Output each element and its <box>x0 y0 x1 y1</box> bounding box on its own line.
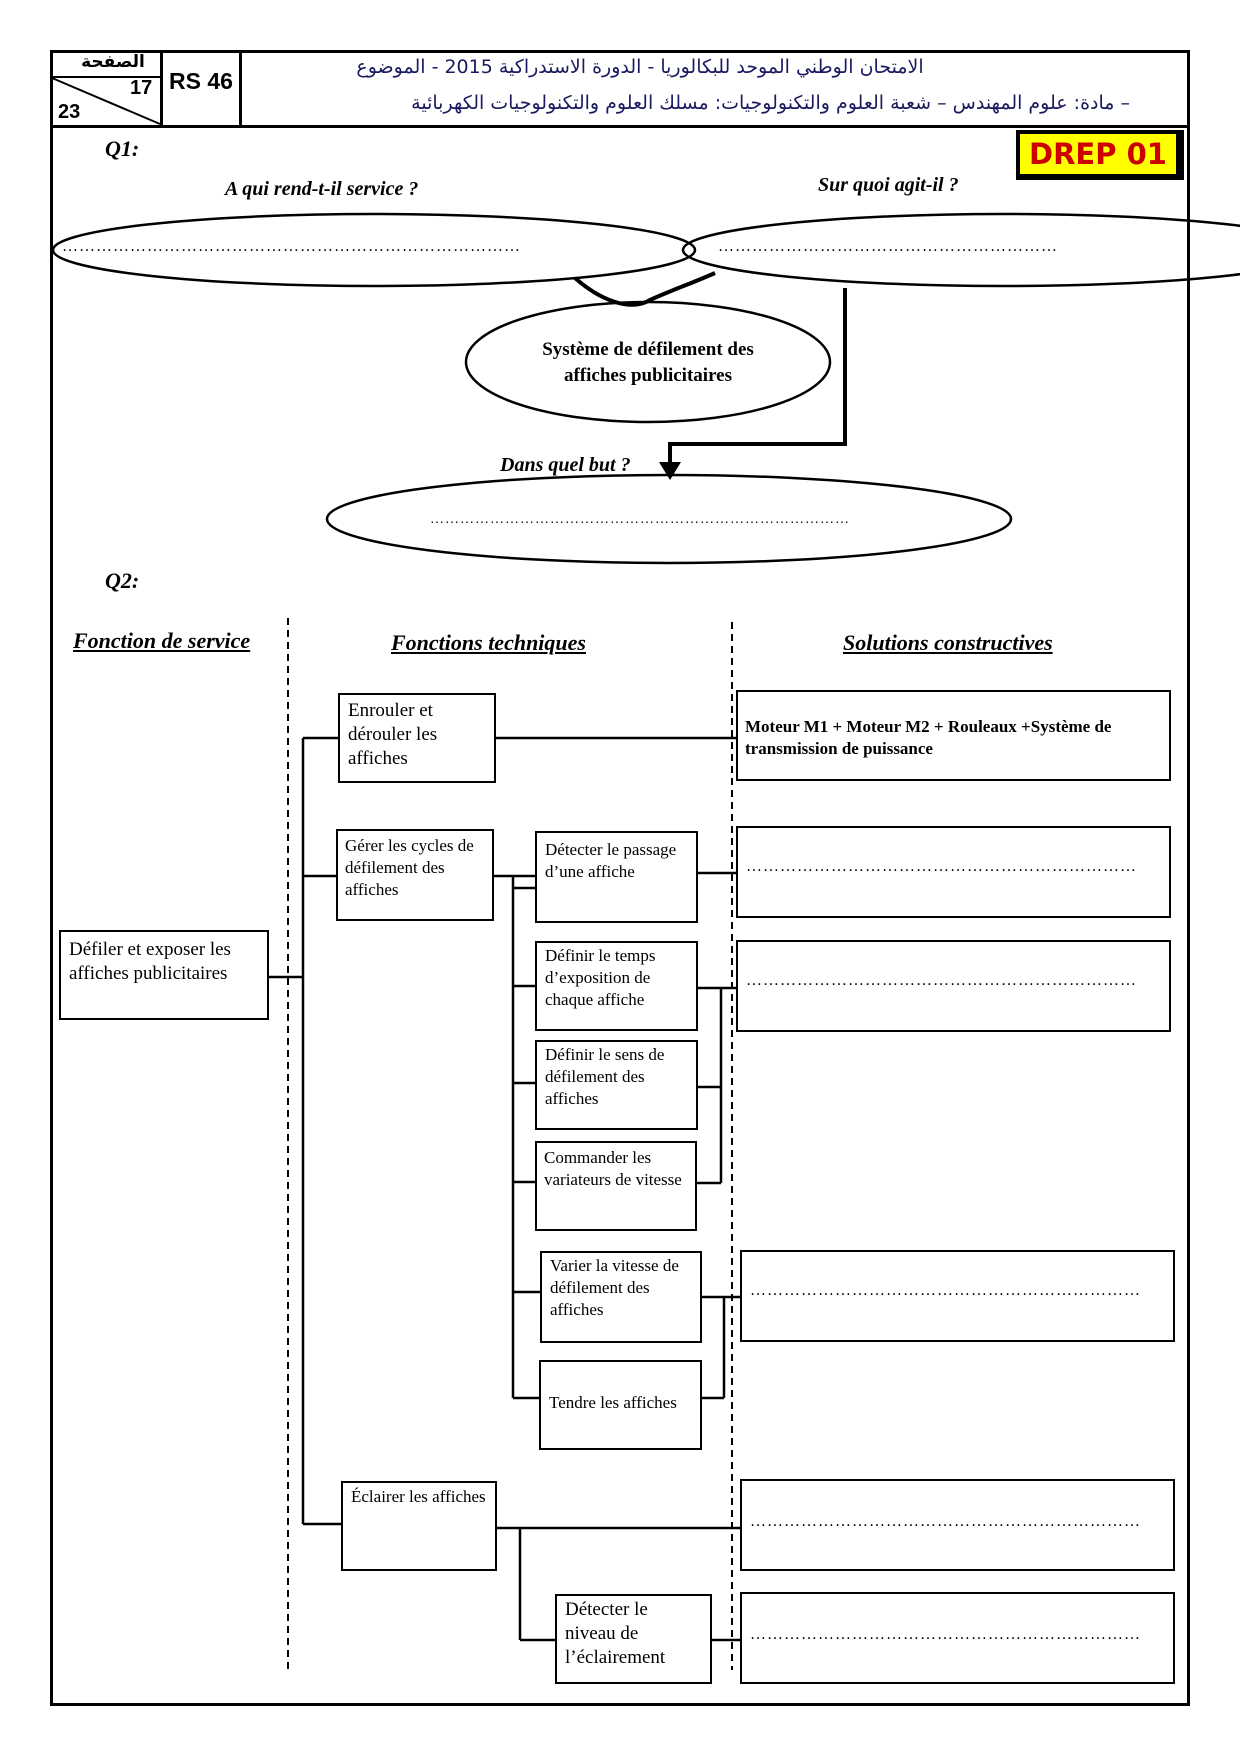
service-function-text: Défiler et exposer les affiches publicit… <box>69 939 231 984</box>
q1-what-question: Sur quoi agit-il ? <box>818 174 959 196</box>
solution-1-box: Moteur M1 + Moteur M2 + Rouleaux +Systèm… <box>736 690 1171 781</box>
ft-sens-text: Définir le sens de défilement des affich… <box>545 1045 665 1108</box>
solution-1-text: Moteur M1 + Moteur M2 + Rouleaux +Systèm… <box>745 717 1112 758</box>
ft-varier-box: Varier la vitesse de défilement des affi… <box>540 1251 702 1343</box>
page-current: 17 <box>130 77 153 99</box>
service-function-box: Défiler et exposer les affiches publicit… <box>59 930 269 1020</box>
solution-4-answer[interactable]: …………………………………………………………… <box>740 1250 1175 1342</box>
col-header-solutions: Solutions constructives <box>843 630 1053 655</box>
col-header-service: Fonction de service <box>73 628 251 653</box>
q1-label: Q1: <box>105 136 140 161</box>
q1-why-question: Dans quel but ? <box>500 454 631 476</box>
q2-label: Q2: <box>105 568 140 593</box>
ft-eclairer-text: Éclairer les affiches <box>351 1487 486 1506</box>
drep-badge: DREP 01 <box>1018 132 1178 176</box>
ft-detecter-passage-box: Détecter le passage d’une affiche <box>535 831 698 923</box>
ft-detecter-eclairement-text: Détecter le niveau de l’éclairement <box>565 1599 666 1668</box>
solution-4-dots: …………………………………………………………… <box>750 1282 1141 1299</box>
page-frame <box>50 50 1190 1706</box>
header-divider-1 <box>160 50 163 127</box>
solution-3-answer[interactable]: …………………………………………………………… <box>736 940 1171 1032</box>
why-answer-dots[interactable]: ………………………………………………………………………… <box>430 512 850 527</box>
page-total: 23 <box>58 101 81 123</box>
subject-code: RS 46 <box>169 68 233 94</box>
exam-subtitle: – مادة: علوم المهندس – شعبة العلوم والتك… <box>411 92 1130 114</box>
header-divider-2 <box>239 50 242 127</box>
system-label: Système de défilement des affiches publi… <box>542 339 754 386</box>
solution-2-dots: …………………………………………………………… <box>746 858 1137 875</box>
ft-temps-text: Définir le temps d’exposition de chaque … <box>545 946 656 1009</box>
ft-gerer-box: Gérer les cycles de défilement des affic… <box>336 829 494 921</box>
solution-2-answer[interactable]: …………………………………………………………… <box>736 826 1171 918</box>
ft-varier-text: Varier la vitesse de défilement des affi… <box>550 1256 679 1319</box>
ft-temps-box: Définir le temps d’exposition de chaque … <box>535 941 698 1031</box>
q1-who-question: A qui rend-t-il service ? <box>225 178 419 200</box>
header-bottom-rule <box>50 125 1190 128</box>
ft-tendre-text: Tendre les affiches <box>549 1393 677 1412</box>
page-label: الصفحة <box>81 52 145 72</box>
solution-3-dots: …………………………………………………………… <box>746 972 1137 989</box>
who-answer-dots[interactable]: ……………………………………………………………………… <box>62 238 521 255</box>
ft-tendre-box: Tendre les affiches <box>539 1360 702 1450</box>
ft-commander-text: Commander les variateurs de vitesse <box>544 1148 682 1189</box>
ft-eclairer-box: Éclairer les affiches <box>341 1481 497 1571</box>
ft-detecter-eclairement-box: Détecter le niveau de l’éclairement <box>555 1594 712 1684</box>
col-header-technical: Fonctions techniques <box>391 630 586 655</box>
what-answer-dots[interactable]: …………………………………………………… <box>718 238 1058 255</box>
ft-gerer-text: Gérer les cycles de défilement des affic… <box>345 836 474 899</box>
ft-detecter-passage-text: Détecter le passage d’une affiche <box>545 840 677 881</box>
solution-5-answer[interactable]: …………………………………………………………… <box>740 1479 1175 1571</box>
ft-commander-box: Commander les variateurs de vitesse <box>535 1141 697 1231</box>
ft-enrouler-box: Enrouler et dérouler les affiches <box>338 693 496 783</box>
ft-sens-box: Définir le sens de défilement des affich… <box>535 1040 698 1130</box>
page-label-rule <box>50 76 161 78</box>
solution-5-dots: …………………………………………………………… <box>750 1513 1141 1530</box>
solution-6-answer[interactable]: …………………………………………………………… <box>740 1592 1175 1684</box>
ft-enrouler-text: Enrouler et dérouler les affiches <box>348 700 438 769</box>
solution-6-dots: …………………………………………………………… <box>750 1626 1141 1643</box>
exam-title: الامتحان الوطني الموحد للبكالوريا - الدو… <box>356 56 924 78</box>
